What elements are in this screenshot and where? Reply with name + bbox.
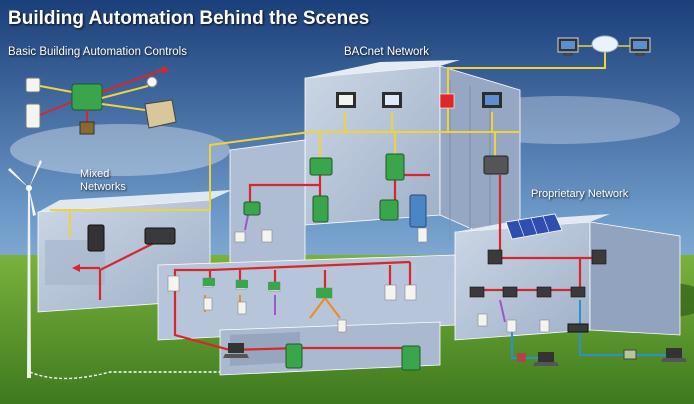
controller-icon	[203, 278, 215, 286]
actuator-icon	[79, 121, 95, 135]
cloud-icon	[10, 124, 230, 176]
solar-panel-icon	[505, 213, 563, 240]
computer-icon	[629, 37, 651, 56]
laptop-icon	[661, 348, 687, 362]
controller-icon	[483, 155, 509, 175]
computer-icon	[557, 37, 579, 56]
lower-floors	[157, 254, 456, 376]
controller-icon	[243, 201, 261, 216]
router-icon	[439, 93, 455, 109]
sensor-icon	[623, 349, 637, 360]
proprietary-building	[454, 214, 681, 341]
bacnet-bus	[50, 48, 606, 238]
laptop-icon	[223, 343, 249, 358]
controller-icon	[87, 224, 105, 252]
computer-icon	[382, 92, 402, 108]
mixed-networks-line1: Mixed	[80, 168, 110, 180]
controller-icon	[144, 227, 176, 245]
controller-icon	[236, 280, 248, 288]
controller-icon	[469, 249, 607, 298]
thermostat-icon	[25, 103, 41, 129]
proprietary-network-wiring	[511, 300, 670, 359]
lightbulb-icon	[146, 76, 158, 88]
proprietary-network-label: Proprietary Network	[531, 188, 629, 200]
computer-icon	[336, 92, 356, 108]
turbine-cable	[29, 371, 220, 380]
controller-icon	[285, 343, 303, 369]
laptop-icon	[533, 352, 559, 366]
mixed-networks-line2: Networks	[80, 181, 126, 193]
fan-coil-icon	[144, 99, 177, 129]
controller-icon	[71, 83, 103, 111]
controller-icon	[379, 199, 399, 221]
basic-controls-label: Basic Building Automation Controls	[8, 46, 187, 58]
controller-icon	[385, 153, 405, 181]
thermostat-icon	[25, 77, 41, 93]
network-switch-icon	[567, 323, 589, 333]
wind-turbine-icon	[8, 160, 42, 378]
cloud-icon	[591, 35, 619, 53]
controller-icon	[401, 345, 421, 371]
controller-icon	[316, 288, 332, 298]
diagram-title: Building Automation Behind the Scenes	[8, 8, 370, 29]
sensor-icon	[517, 353, 526, 362]
controller-icon	[309, 157, 333, 176]
basic-controls-cluster	[25, 66, 177, 135]
arrow-icon	[72, 264, 80, 272]
controller-icon	[268, 282, 280, 290]
panel-icon	[409, 194, 427, 228]
computer-icon	[482, 92, 502, 108]
bacnet-network-label: BACnet Network	[344, 46, 430, 58]
controller-icon	[312, 195, 329, 223]
